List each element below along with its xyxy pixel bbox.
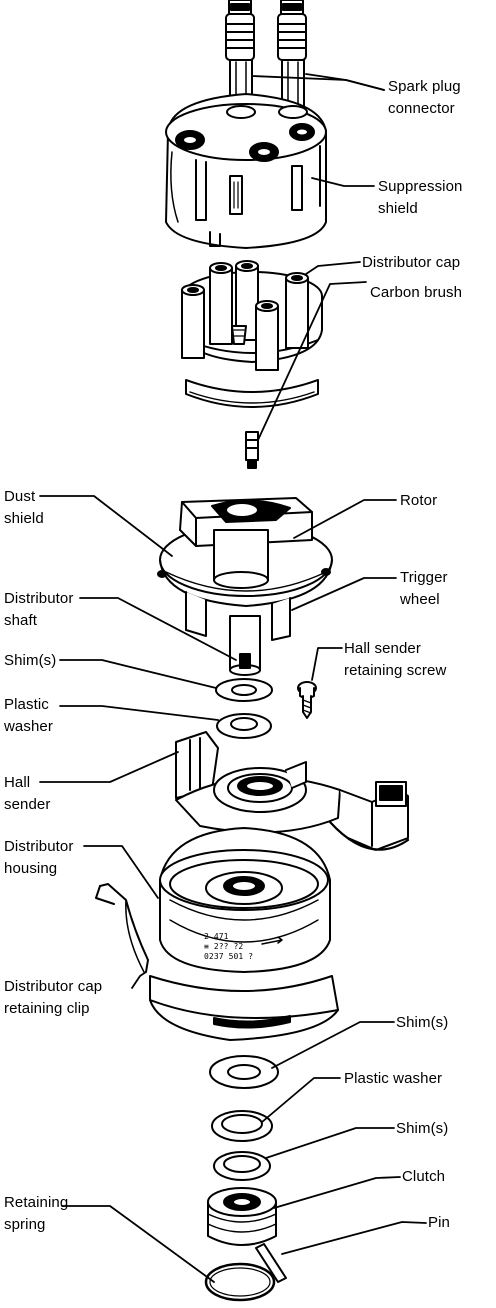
distributor-housing (95, 827, 339, 1041)
rotor-assembly (157, 497, 333, 676)
label-line: wheel (400, 591, 440, 608)
label-line: Hall (4, 774, 31, 791)
label-line: retaining clip (4, 1000, 90, 1017)
label-line: Distributor cap (4, 978, 103, 995)
label-line: Shim(s) (396, 1014, 449, 1031)
label-clutch: Clutch (402, 1166, 445, 1188)
label-line: Distributor (4, 590, 74, 607)
label-line: housing (4, 860, 58, 877)
label-line: Suppression (378, 178, 463, 195)
label-line: Dust (4, 488, 36, 505)
leader-lines (39, 73, 427, 1283)
label-spark-plug-connector: Spark plug connector (388, 76, 461, 120)
label-line: Hall sender (344, 640, 421, 657)
label-line: Clutch (402, 1168, 446, 1185)
upper-shim-and-washer (215, 678, 273, 739)
label-shims-upper: Shim(s) (4, 650, 56, 672)
label-line: Plastic (4, 696, 49, 713)
label-line: sender (4, 796, 51, 813)
label-line: Distributor (4, 838, 74, 855)
label-trigger-wheel: Trigger wheel (400, 567, 448, 611)
label-line: washer (4, 718, 53, 735)
label-dust-shield: Dust shield (4, 486, 44, 530)
label-line: Distributor cap (362, 254, 461, 271)
suppression-shield (165, 93, 327, 249)
lower-stack (204, 1055, 287, 1302)
label-line: Pin (428, 1214, 450, 1231)
label-line: Plastic washer (344, 1070, 443, 1087)
hall-sender-retaining-screw (297, 681, 317, 719)
distributor-cap (181, 260, 323, 469)
label-distributor-cap: Distributor cap (362, 252, 460, 274)
housing-stamp: 2 471 ≡ 2?? ?2 0237 501 ? (204, 932, 253, 962)
label-line: shield (4, 510, 44, 527)
label-hall-sender: Hall sender (4, 772, 50, 816)
label-line: retaining screw (344, 662, 447, 679)
label-line: Shim(s) (396, 1120, 449, 1137)
label-line: shaft (4, 612, 38, 629)
label-hall-sender-retaining-screw: Hall sender retaining screw (344, 638, 446, 682)
label-line: Trigger (400, 569, 448, 586)
label-plastic-washer-upper: Plastic washer (4, 694, 53, 738)
label-cap-retaining-clip: Distributor cap retaining clip (4, 976, 102, 1020)
housing-stamp-line-1: 2 471 (204, 932, 229, 941)
label-line: Carbon brush (370, 284, 463, 301)
label-shims-lower-2: Shim(s) (396, 1118, 448, 1140)
housing-stamp-line-2: ≡ 2?? ?2 (204, 942, 244, 951)
label-carbon-brush: Carbon brush (370, 282, 462, 304)
label-line: shield (378, 200, 418, 217)
label-line: connector (388, 100, 455, 117)
label-line: Retaining (4, 1194, 69, 1211)
label-line: Rotor (400, 492, 438, 509)
housing-stamp-line-3: 0237 501 ? (204, 952, 254, 961)
label-line: Spark plug (388, 78, 461, 95)
label-rotor: Rotor (400, 490, 437, 512)
label-line: spring (4, 1216, 46, 1233)
label-shims-lower-1: Shim(s) (396, 1012, 448, 1034)
label-pin: Pin (428, 1212, 450, 1234)
label-suppression-shield: Suppression shield (378, 176, 463, 220)
label-plastic-washer-lower: Plastic washer (344, 1068, 442, 1090)
label-distributor-housing: Distributor housing (4, 836, 73, 880)
hall-sender (175, 731, 410, 851)
label-retaining-spring: Retaining spring (4, 1192, 68, 1236)
label-line: Shim(s) (4, 652, 57, 669)
label-distributor-shaft: Distributor shaft (4, 588, 73, 632)
